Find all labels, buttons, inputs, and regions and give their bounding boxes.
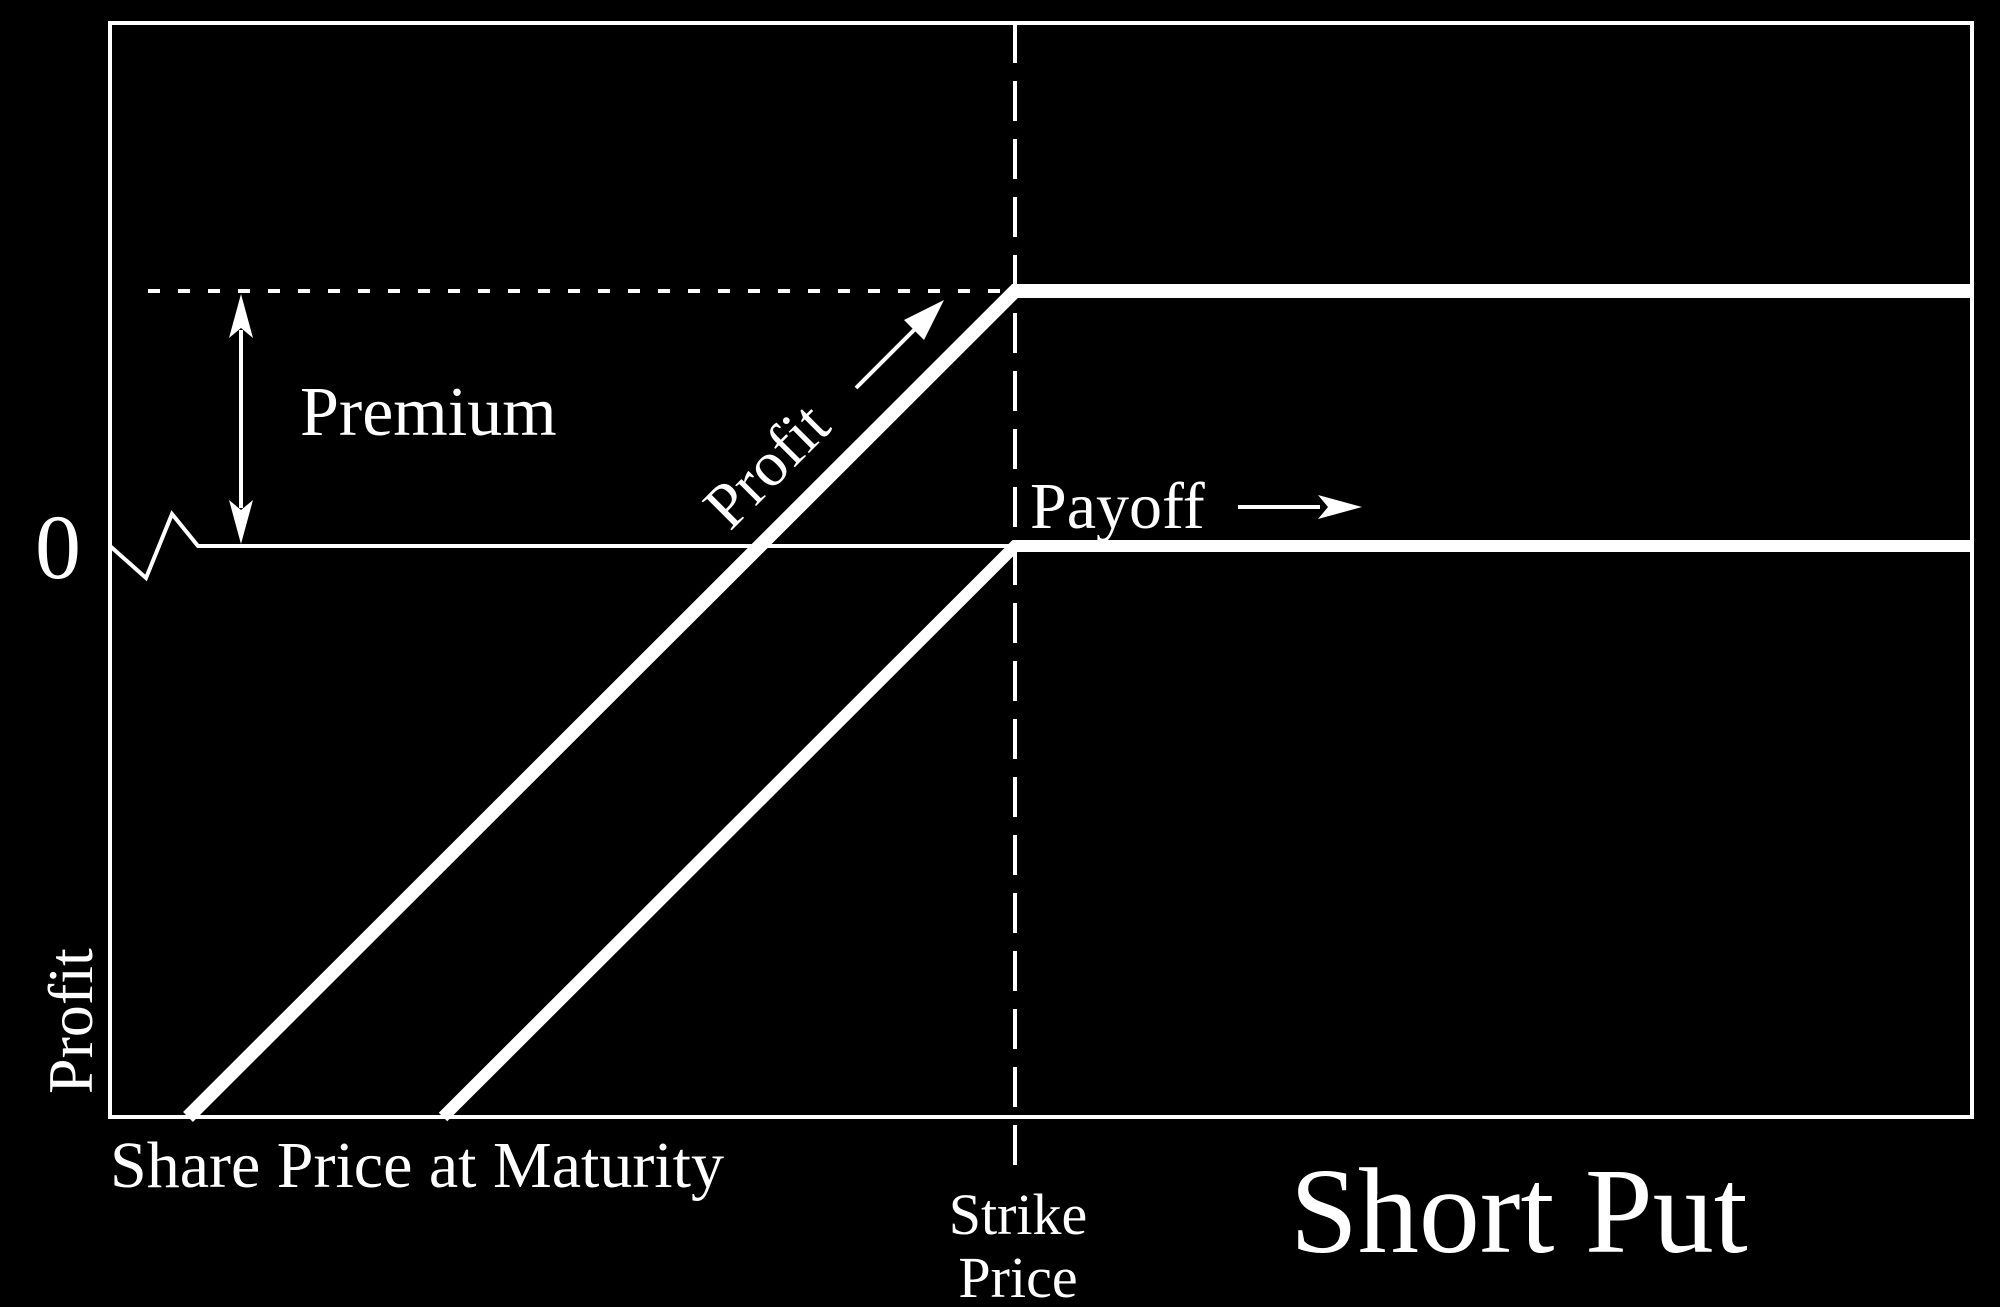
payoff-curve-label: Payoff: [1030, 470, 1205, 543]
zero-axis-line: [108, 510, 1015, 582]
x-axis-label: Share Price at Maturity: [110, 1129, 724, 1202]
profit-curve: [183, 284, 1970, 1122]
premium-arrow: [229, 294, 253, 544]
premium-label: Premium: [300, 374, 557, 451]
profit-arrow-head: [904, 300, 944, 340]
payoff-curve: [438, 540, 1970, 1122]
diagram-title: Short Put: [1290, 1144, 1748, 1279]
plot-frame: [108, 21, 1974, 1119]
premium-arrow-head-down: [229, 500, 253, 544]
payoff-curve-arrow: [1238, 495, 1362, 519]
premium-arrow-head-up: [229, 294, 253, 338]
strike-label-line1: Strike: [949, 1182, 1088, 1247]
y-axis-label: Profit: [35, 948, 106, 1094]
profit-curve-arrow: [854, 300, 944, 390]
strike-label-line2: Price: [958, 1245, 1077, 1307]
payoff-arrow-head: [1318, 495, 1362, 519]
zero-label: 0: [35, 496, 81, 598]
